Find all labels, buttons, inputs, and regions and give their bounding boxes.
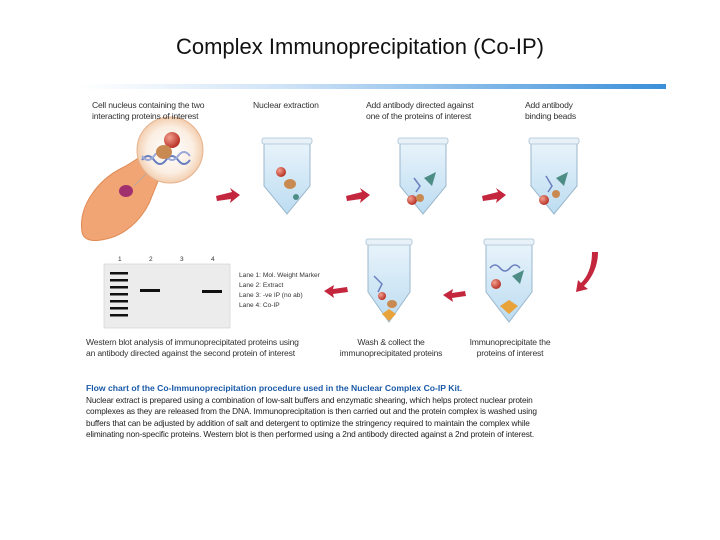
label-add-beads: Add antibody binding beads bbox=[525, 100, 576, 121]
label-cell-nucleus: Cell nucleus containing the two interact… bbox=[92, 100, 205, 121]
arrow-4 bbox=[576, 252, 598, 292]
label-western-blot: Western blot analysis of immunoprecipita… bbox=[86, 337, 299, 358]
arrow-1 bbox=[216, 188, 240, 203]
label-nuclear-extraction: Nuclear extraction bbox=[253, 100, 319, 110]
header-rule bbox=[80, 84, 666, 89]
caption-body: Nuclear extract is prepared using a comb… bbox=[86, 395, 586, 441]
label-immunoprecipitate: Immunoprecipitate the proteins of intere… bbox=[469, 337, 551, 358]
cell-illustration bbox=[81, 116, 204, 241]
lane-legend-4: Lane 4: Co-IP bbox=[239, 302, 280, 309]
caption-line: buffers that can be adjusted by addition… bbox=[86, 417, 530, 428]
lane-number-4: 4 bbox=[211, 256, 215, 263]
tube-immunoprecipitate bbox=[483, 238, 535, 323]
blot-lane-1-bands bbox=[110, 272, 128, 317]
caption-line: complexes as they are released from the … bbox=[86, 406, 537, 417]
arrow-5 bbox=[443, 289, 466, 302]
slide-title: Complex Immunoprecipitation (Co-IP) bbox=[175, 34, 545, 59]
process-arrows bbox=[216, 188, 598, 302]
lane-number-2: 2 bbox=[149, 256, 153, 263]
lane-legend-2: Lane 2: Extract bbox=[239, 282, 284, 289]
label-add-antibody: Add antibody directed against one of the… bbox=[366, 100, 474, 121]
lane-number-1: 1 bbox=[118, 256, 122, 263]
tube-wash bbox=[365, 238, 413, 323]
arrow-2 bbox=[346, 188, 370, 203]
lane-legend-1: Lane 1: Mol. Weight Marker bbox=[239, 272, 320, 279]
caption-line: eliminating non-specific proteins. Weste… bbox=[86, 429, 535, 440]
lane-number-3: 3 bbox=[180, 256, 184, 263]
western-blot bbox=[103, 263, 231, 329]
tube-extraction bbox=[261, 137, 313, 215]
blot-lane-2-band bbox=[140, 289, 160, 292]
blot-lane-4-band bbox=[202, 290, 222, 293]
arrow-3 bbox=[482, 188, 506, 203]
tube-antibody bbox=[397, 137, 449, 215]
caption-line: Nuclear extract is prepared using a comb… bbox=[86, 395, 533, 405]
label-wash-collect: Wash & collect the immunoprecipitated pr… bbox=[339, 337, 443, 358]
caption-title: Flow chart of the Co-Immunoprecipitation… bbox=[86, 383, 463, 393]
tube-beads bbox=[528, 137, 580, 215]
lane-legend-3: Lane 3: -ve IP (no ab) bbox=[239, 292, 303, 299]
arrow-6 bbox=[324, 285, 348, 298]
